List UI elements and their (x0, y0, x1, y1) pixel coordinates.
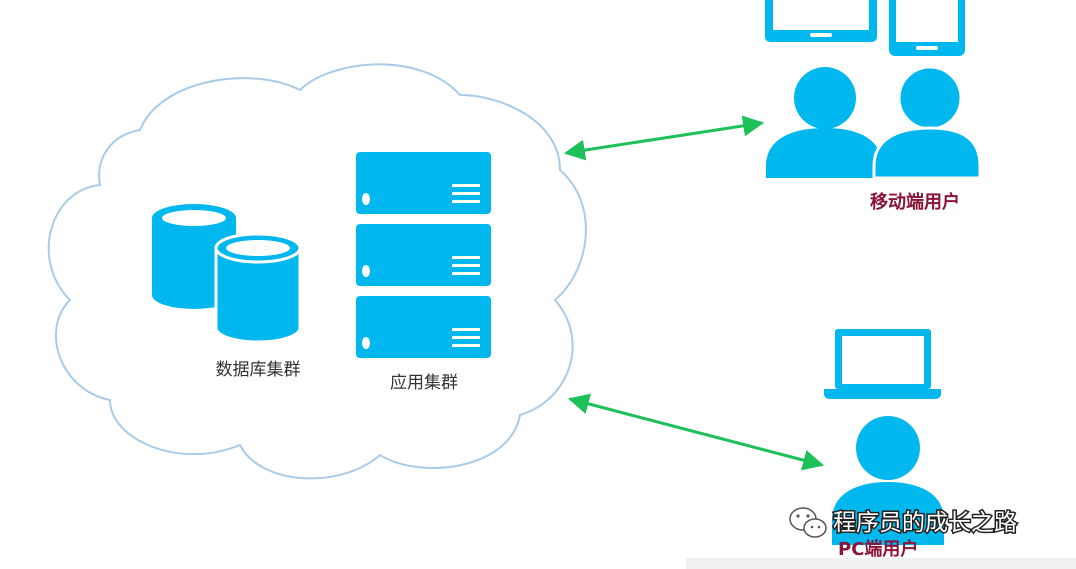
watermark-text: 程序员的成长之路 (833, 510, 1017, 536)
server-icon (356, 224, 491, 286)
laptop-icon (824, 329, 941, 399)
phone-icon (889, 0, 965, 56)
bottom-bar (686, 558, 1076, 569)
user-icon (832, 416, 944, 545)
database-cluster-label: 数据库集群 (216, 360, 301, 380)
pc-connection-arrow (567, 393, 825, 471)
user-icon (872, 65, 982, 180)
server-icon (356, 296, 491, 358)
mobile-connection-arrow (563, 115, 765, 161)
server-stack-icon (356, 152, 491, 358)
pc-users-label: PC端用户 (838, 538, 918, 560)
cloud-shape (47, 63, 587, 480)
tablet-icon (765, 0, 877, 42)
mobile-users-label: 移动端用户 (870, 191, 960, 213)
app-cluster-label: 应用集群 (390, 373, 458, 393)
user-icon (766, 67, 882, 178)
wechat-icon (789, 507, 827, 538)
server-icon (356, 152, 491, 214)
database-icon (152, 204, 302, 344)
